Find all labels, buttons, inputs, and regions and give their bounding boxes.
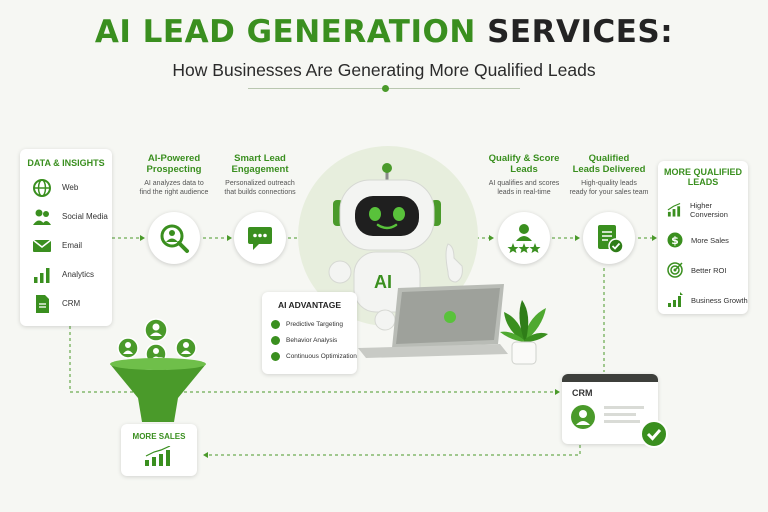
laptop-illustration: [358, 284, 508, 358]
step-leads-delivered: Qualified Leads Delivered High-quality l…: [569, 153, 649, 196]
step-ai-prospecting: AI-Powered Prospecting AI analyzes data …: [139, 153, 209, 196]
crm-line: [604, 413, 636, 416]
title-divider-dot: [382, 85, 389, 92]
source-item-social-media: Social Media: [32, 202, 112, 231]
robot-ai-badge: AI: [374, 272, 392, 292]
clipboard-check-icon: [598, 225, 624, 254]
funnel-illustration: [110, 318, 206, 422]
dollar-icon: $: [667, 232, 683, 248]
result-item-better-roi: Better ROI: [667, 255, 748, 285]
chat-icon: [248, 227, 272, 250]
source-item-crm: CRM: [32, 289, 112, 318]
data-insights-panel: DATA & INSIGHTS Web Social Media Email A…: [20, 149, 112, 326]
step-qualify-score: Qualify & Score Leads AI qualifies and s…: [488, 153, 560, 196]
globe-icon: [33, 178, 51, 197]
crm-check-icon: [640, 420, 668, 448]
result-item-higher-conversion: Higher Conversion: [667, 195, 748, 225]
step-qualify-score-circle: [498, 212, 550, 264]
person-stars-icon: [507, 224, 541, 253]
document-icon: [36, 294, 49, 313]
svg-text:$: $: [671, 234, 679, 247]
more-sales-label: MORE SALES: [132, 432, 186, 441]
page-subtitle: How Businesses Are Generating More Quali…: [172, 60, 596, 80]
result-item-business-growth: Business Growth: [667, 285, 748, 315]
check-icon: [271, 335, 280, 345]
source-item-analytics: Analytics: [32, 260, 112, 289]
advantage-item: Behavior Analysis: [271, 332, 357, 348]
crm-line: [604, 406, 644, 409]
page-title: AI LEAD GENERATION SERVICES:: [94, 14, 674, 50]
magnifier-person-icon: [160, 224, 189, 253]
ai-advantage-heading: AI ADVANTAGE: [277, 300, 342, 310]
step-leads-delivered-circle: [583, 212, 635, 264]
bar-chart-icon: [34, 267, 50, 283]
source-item-email: Email: [32, 231, 112, 260]
result-item-more-sales: $ More Sales: [667, 225, 748, 255]
growth-chart-icon: [667, 202, 681, 217]
advantage-item: Continuous Optimization: [271, 348, 357, 364]
target-icon: [667, 262, 683, 278]
advantage-item: Predictive Targeting: [271, 316, 357, 332]
bar-growth-icon: [668, 292, 683, 307]
results-heading: MORE QUALIFIED LEADS: [664, 167, 742, 187]
check-icon: [271, 351, 280, 361]
crm-avatar-icon: [571, 405, 595, 429]
crm-line: [604, 420, 640, 423]
more-sales-card: MORE SALES: [121, 424, 197, 476]
step-smart-engagement-circle: [234, 212, 286, 264]
crm-window-titlebar: [562, 374, 658, 382]
envelope-icon: [32, 238, 52, 252]
step-ai-prospecting-circle: [148, 212, 200, 264]
ai-advantage-panel: AI ADVANTAGE Predictive Targeting Behavi…: [262, 292, 357, 374]
crm-label: CRM: [572, 388, 593, 398]
data-insights-heading: DATA & INSIGHTS: [27, 158, 105, 168]
plant-illustration: [500, 300, 548, 365]
check-icon: [271, 319, 280, 329]
source-item-web: Web: [32, 173, 112, 202]
people-icon: [33, 209, 51, 225]
sales-growth-icon: [145, 446, 171, 466]
results-panel: MORE QUALIFIED LEADS Higher Conversion $…: [658, 161, 748, 314]
step-smart-engagement: Smart Lead Engagement Personalized outre…: [224, 153, 296, 196]
